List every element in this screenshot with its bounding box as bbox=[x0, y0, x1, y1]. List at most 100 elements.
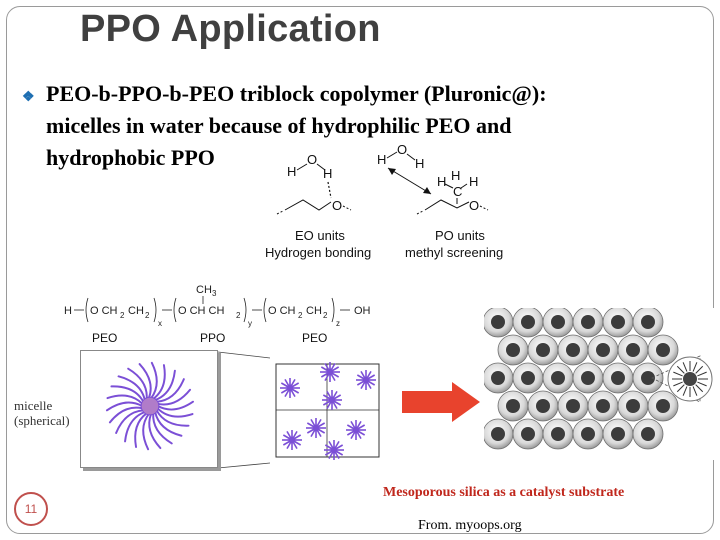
micelle-arm bbox=[110, 385, 145, 403]
micelle-arm bbox=[108, 406, 144, 424]
silica-pore bbox=[617, 334, 649, 366]
slide-frame bbox=[6, 6, 714, 534]
silica-pore bbox=[512, 362, 544, 394]
svg-text:2: 2 bbox=[236, 311, 241, 320]
silica-pore bbox=[497, 390, 529, 422]
silica-pore bbox=[632, 362, 664, 394]
svg-text:2: 2 bbox=[145, 311, 150, 320]
silica-pore bbox=[484, 308, 514, 338]
micelle-arm bbox=[115, 409, 145, 434]
silica-pore bbox=[542, 308, 574, 338]
small-micelle bbox=[322, 390, 342, 410]
po-water-h1: H bbox=[377, 152, 386, 167]
micelle-arm bbox=[155, 378, 185, 403]
silica-pore bbox=[587, 334, 619, 366]
formula-z: z bbox=[336, 319, 340, 328]
label-ppo: PPO bbox=[200, 331, 225, 345]
bullet-line-2: micelles in water because of hydrophilic… bbox=[46, 113, 512, 138]
silica-pore bbox=[557, 390, 589, 422]
po-methyl-h3: H bbox=[469, 174, 478, 189]
micelle-lattice bbox=[275, 362, 380, 460]
silica-pore bbox=[647, 334, 679, 366]
pore-micelle bbox=[667, 356, 713, 402]
micelle-panel bbox=[80, 350, 218, 468]
small-micelle bbox=[282, 430, 302, 450]
micelle-arm bbox=[106, 394, 144, 405]
small-micelle bbox=[320, 362, 340, 382]
po-label-units: PO units bbox=[435, 228, 485, 243]
page-number: 11 bbox=[14, 492, 48, 526]
po-label-screening: methyl screening bbox=[405, 245, 503, 260]
bullet-icon: ❖ bbox=[22, 90, 35, 105]
formula-seg2: O CH CH bbox=[178, 305, 225, 317]
silica-pore bbox=[602, 418, 634, 450]
silica-pore bbox=[527, 334, 559, 366]
micelle-arm bbox=[156, 388, 192, 406]
po-methyl-h1: H bbox=[437, 174, 446, 189]
micelle-arm bbox=[156, 400, 195, 411]
small-micelle bbox=[306, 418, 326, 438]
micelle-arm bbox=[152, 412, 173, 445]
silica-pore bbox=[557, 334, 589, 366]
micelle-arm bbox=[152, 364, 166, 400]
silica-pore bbox=[572, 418, 604, 450]
silica-pore bbox=[484, 362, 514, 394]
triblock-formula: H O CH 2 CH 2 x CH 3 O CH CH 2 y O CH 2 … bbox=[64, 284, 371, 345]
micelle-core bbox=[140, 396, 160, 416]
micelle-arm bbox=[138, 363, 152, 400]
micelle-arm bbox=[154, 369, 176, 402]
silica-pore bbox=[542, 418, 574, 450]
silica-pore bbox=[587, 390, 619, 422]
silica-pore bbox=[527, 390, 559, 422]
transform-arrow bbox=[402, 382, 480, 422]
micelle-arm bbox=[154, 411, 183, 437]
micelle-arm bbox=[142, 412, 150, 451]
silica-caption: Mesoporous silica as a catalyst substrat… bbox=[383, 485, 625, 500]
silica-pore bbox=[484, 418, 514, 450]
silica-pore bbox=[512, 418, 544, 450]
micelle-arm bbox=[127, 367, 148, 400]
slide-title: PPO Application bbox=[80, 8, 381, 50]
formula-seg1: O CH bbox=[90, 305, 118, 317]
formula-oh: OH bbox=[354, 305, 371, 317]
micelle-label-line1: micelle bbox=[14, 398, 53, 413]
micelle-arm bbox=[105, 401, 144, 412]
silica-pore bbox=[572, 308, 604, 338]
micelle-arm bbox=[150, 361, 158, 400]
mesoporous-silica-image bbox=[484, 308, 720, 460]
eo-chain-o: O bbox=[332, 198, 342, 213]
formula-x: x bbox=[158, 319, 162, 328]
svg-text:2: 2 bbox=[120, 311, 125, 320]
micelle-label-line2: (spherical) bbox=[14, 413, 70, 428]
micelle-arm bbox=[155, 409, 190, 427]
silica-pore bbox=[512, 308, 544, 338]
po-methyl-c: C bbox=[453, 184, 462, 199]
formula-ch3: CH bbox=[196, 284, 212, 296]
micelle-label: micelle (spherical) bbox=[14, 398, 84, 428]
silica-pore bbox=[602, 308, 634, 338]
bullet-line-3: hydrophobic PPO bbox=[46, 145, 215, 170]
svg-text:3: 3 bbox=[212, 289, 217, 298]
silica-pore bbox=[542, 362, 574, 394]
micelle-arm bbox=[134, 412, 148, 448]
micelle-arm bbox=[148, 412, 162, 450]
po-water-o: O bbox=[397, 142, 407, 157]
silica-pore bbox=[647, 390, 679, 422]
formula-y: y bbox=[248, 319, 252, 328]
silica-pore bbox=[632, 308, 664, 338]
small-micelle bbox=[346, 420, 366, 440]
po-water-h2: H bbox=[415, 156, 424, 171]
eo-label-bonding: Hydrogen bonding bbox=[265, 245, 371, 260]
micelle-arm bbox=[156, 407, 194, 418]
label-peo-right: PEO bbox=[302, 331, 327, 345]
svg-text:2: 2 bbox=[323, 311, 328, 320]
micelle-image bbox=[105, 361, 195, 451]
formula-h: H bbox=[64, 305, 72, 317]
svg-text:CH: CH bbox=[128, 305, 144, 317]
silica-pore bbox=[602, 362, 634, 394]
small-micelle bbox=[324, 440, 344, 460]
eo-water-o: O bbox=[307, 152, 317, 167]
svg-text:2: 2 bbox=[298, 311, 303, 320]
label-peo-left: PEO bbox=[92, 331, 117, 345]
bullet-block: ❖ PEO-b-PPO-b-PEO triblock copolymer (Pl… bbox=[22, 78, 682, 174]
